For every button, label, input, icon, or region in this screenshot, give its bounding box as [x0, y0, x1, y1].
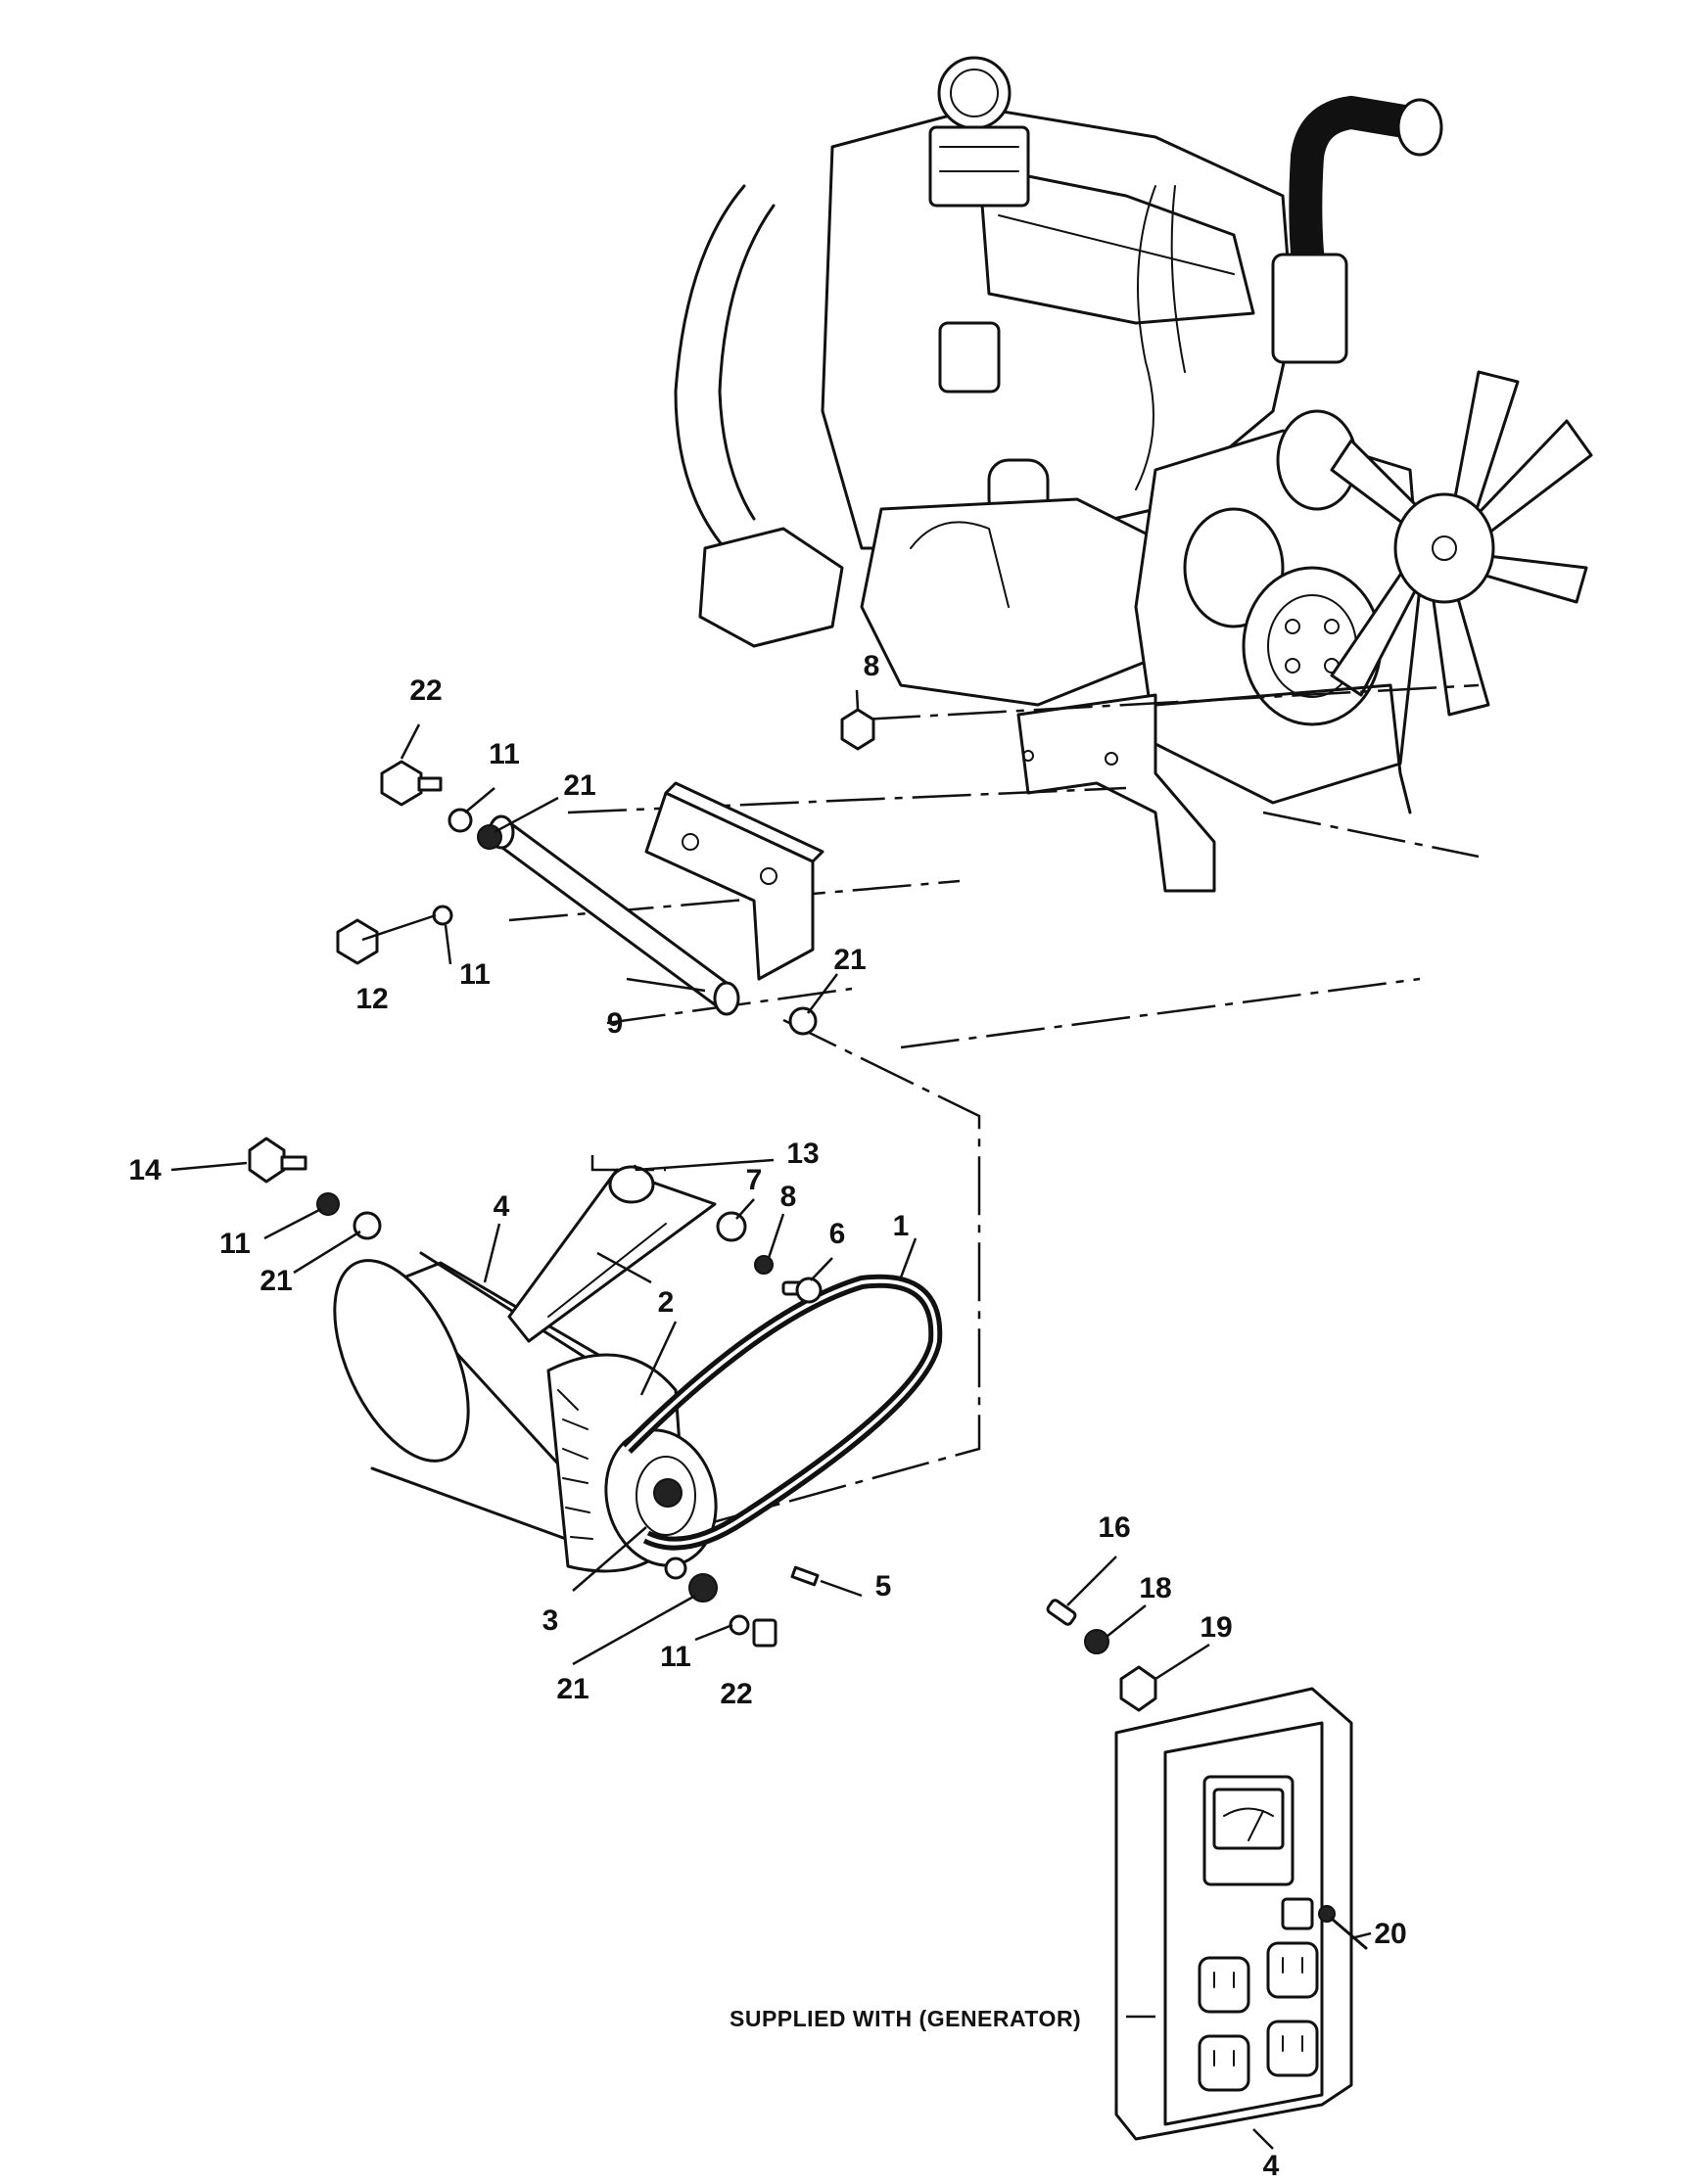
callout-21-generator-bottom: 21	[556, 1673, 589, 1705]
fan-icon	[1330, 370, 1593, 717]
control-box-hardware	[1046, 1599, 1157, 1712]
callout-14: 14	[128, 1154, 162, 1186]
callout-8-generator: 8	[780, 1181, 797, 1213]
leader-lines	[170, 689, 1372, 2150]
engine-illustration	[674, 56, 1593, 893]
callout-4-control-box: 4	[1263, 2150, 1280, 2182]
callout-11-upper: 11	[489, 738, 520, 770]
mounting-bracket	[488, 781, 824, 1016]
callout-5: 5	[875, 1570, 892, 1603]
callout-12: 12	[355, 983, 388, 1015]
callout-21-upper: 21	[563, 769, 595, 802]
callout-21-generator-top: 21	[259, 1265, 292, 1297]
callout-2: 2	[658, 1286, 675, 1319]
callout-1: 1	[893, 1210, 910, 1242]
callout-11-bracket: 11	[459, 958, 491, 991]
callout-21-bracket: 21	[833, 944, 866, 976]
callout-8-engine: 8	[864, 650, 880, 682]
callout-16: 16	[1098, 1511, 1130, 1544]
v-belt-icon	[622, 1274, 943, 1551]
bracket-hardware	[336, 708, 875, 1036]
toggle-switch-icon	[1281, 1897, 1368, 1950]
callout-4-generator: 4	[494, 1190, 510, 1223]
generator-hardware	[248, 1137, 823, 1648]
control-box	[1114, 1687, 1368, 2141]
callout-13: 13	[786, 1138, 819, 1170]
generator-illustration	[333, 1165, 943, 1587]
supplied-with-note: SUPPLIED WITH (GENERATOR)	[730, 2006, 1081, 2031]
callout-19: 19	[1200, 1611, 1232, 1644]
callout-6: 6	[829, 1218, 846, 1250]
assembly-centerlines	[508, 683, 1480, 1529]
callout-9: 9	[607, 1007, 624, 1040]
callout-3: 3	[542, 1604, 559, 1637]
voltmeter-icon	[1202, 1775, 1295, 1886]
callout-labels: 1 2 3 4 4 5 6 7 8 8 9 11 11 11 11 12 13 …	[128, 650, 1406, 2182]
callout-11-generator-bottom: 11	[660, 1641, 691, 1673]
callout-11-generator-top: 11	[219, 1228, 251, 1260]
callout-22-upper: 22	[409, 674, 442, 707]
callout-22-lower: 22	[720, 1678, 752, 1710]
callout-7: 7	[746, 1164, 763, 1196]
callout-18: 18	[1139, 1572, 1171, 1604]
outlet-icon	[1198, 1941, 1319, 2092]
callout-20: 20	[1374, 1918, 1406, 1950]
